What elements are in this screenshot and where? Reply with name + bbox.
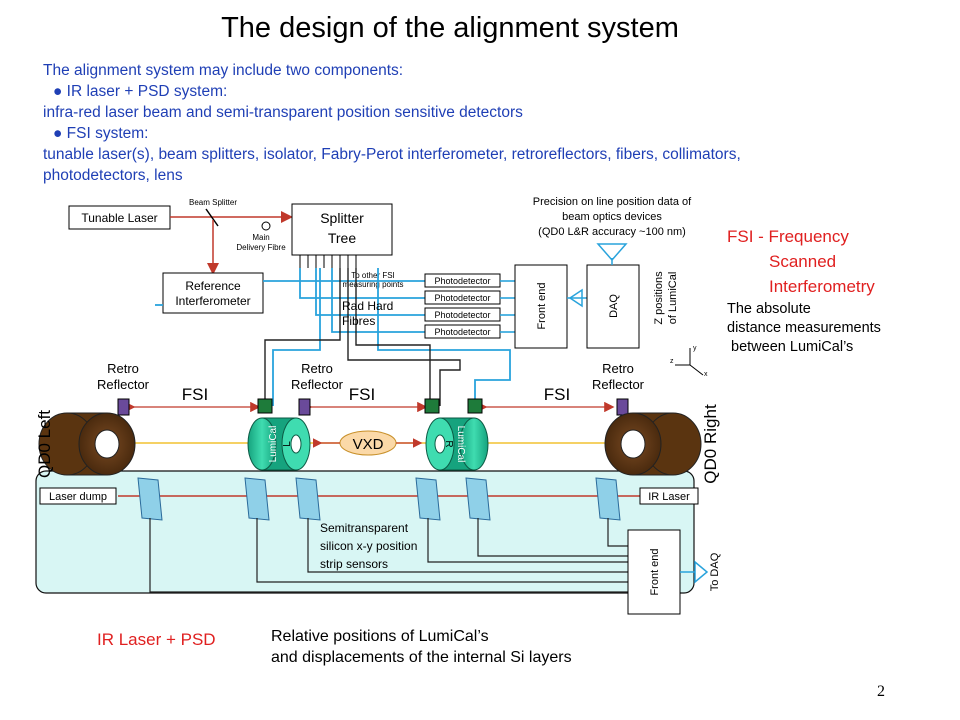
qd0-left-magnet (38, 412, 136, 476)
fsi-label: FSI (544, 385, 570, 404)
daq-box (586, 264, 640, 349)
fsi-desc-line: between LumiCal’s (727, 339, 854, 355)
intro-line: tunable laser(s), beam splitters, isolat… (43, 146, 741, 163)
retro-reflector-label: Reflector (592, 377, 645, 392)
fsi-legend-title: FSI - Frequency Scanned Interferometry (727, 224, 875, 299)
collimator-blocks (257, 398, 483, 414)
splitter-fibres (299, 255, 357, 268)
lumical-label: LumiCal (268, 426, 279, 463)
blue-fibres (155, 268, 425, 333)
page-number: 2 (877, 683, 885, 700)
semi-sensor-label: silicon x-y position (320, 539, 417, 553)
fsi-desc-line: distance measurements (727, 320, 881, 336)
ir-laser-label: IR Laser (648, 491, 690, 503)
isolator-icon (261, 221, 271, 231)
lumical-r-marker: R (443, 440, 454, 447)
sensor-wires (149, 518, 628, 593)
page-title: The design of the alignment system (221, 12, 679, 44)
splitter-tree-box (291, 203, 393, 256)
splitter-tree-label: Splitter (320, 210, 364, 226)
relative-line: Relative positions of LumiCal’s (271, 628, 489, 645)
precision-arrow (596, 243, 628, 262)
z-positions-label: of LumiCal (667, 272, 679, 325)
front-end-label: Front end (536, 282, 548, 329)
qd0-right-label: QD0 Right (701, 404, 720, 484)
axis-glyph (675, 348, 704, 376)
lumical-l-marker: L (282, 441, 293, 447)
relative-line: and displacements of the internal Si lay… (271, 649, 572, 666)
semi-sensor-label: strip sensors (320, 557, 388, 571)
main-fibre-label: Delivery Fibre (236, 243, 286, 252)
reference-interferometer-label: Interferometer (175, 294, 250, 308)
main-fibre-label: Main (252, 233, 269, 242)
intro-bullet-fsi: ● FSI system: (53, 125, 149, 142)
reference-interferometer-label: Reference (185, 279, 241, 293)
retro-reflector-label: Retro (602, 361, 634, 376)
laser-dump-label: Laser dump (49, 491, 107, 503)
tunable-laser-label: Tunable Laser (81, 211, 157, 225)
fibres-black (264, 268, 461, 406)
daq-label: DAQ (608, 294, 620, 318)
fsi-label: FSI (349, 385, 375, 404)
front-end-box (514, 264, 568, 349)
intro-line: The alignment system may include two com… (43, 62, 404, 79)
front-end-ir-label: Front end (649, 548, 661, 595)
intro-text: The alignment system may include two com… (43, 60, 741, 186)
intro-line: photodetectors, lens (43, 167, 183, 184)
retro-reflector-label: Retro (301, 361, 333, 376)
fsi-label: FSI (182, 385, 208, 404)
rad-hard-label: Rad Hard (342, 299, 393, 313)
vxd-label: VXD (353, 436, 384, 453)
reference-interferometer-box (162, 272, 264, 314)
photodetector-label: Photodetector (434, 293, 490, 303)
relative-positions-text: Relative positions of LumiCal’s and disp… (271, 626, 572, 668)
ir-laser-box (639, 487, 699, 505)
rad-hard-label: Fibres (342, 314, 375, 328)
qd0-left-label: QD0 Left (35, 410, 54, 478)
photodetector-label: Photodetector (434, 327, 490, 337)
other-fsi-label: To other FSI (351, 271, 395, 280)
photodetector-label: Photodetector (434, 276, 490, 286)
lumical-label: LumiCal (455, 426, 466, 463)
axis-x-label: x (704, 371, 708, 378)
precision-label: Precision on line position data of (533, 196, 692, 208)
splitter-tree-label: Tree (328, 230, 356, 246)
fsi-legend-description: The absolute distance measurements betwe… (727, 300, 881, 357)
ir-psd-label: IR Laser + PSD (97, 630, 216, 649)
fsi-desc-line: The absolute (727, 301, 811, 317)
axis-z-label: z (670, 358, 674, 365)
z-positions-label: Z positions (653, 271, 665, 325)
fsi-legend-line: Interferometry (769, 277, 875, 296)
front-end-ir-box (627, 529, 681, 615)
fsi-legend-line: Scanned (769, 252, 837, 271)
lumical-left (247, 417, 311, 471)
qd0-right-magnet (604, 412, 702, 476)
intro-bullet-ir: ● IR laser + PSD system: (53, 83, 228, 100)
semi-sensor-label: Semitransparent (320, 521, 409, 535)
axis-y-label: y (693, 345, 697, 352)
to-daq-arrow (694, 560, 709, 584)
to-daq-label: To DAQ (709, 552, 721, 591)
pd-to-frontend (500, 280, 515, 333)
strip-sensors (137, 477, 621, 521)
beam-splitter-mirror (205, 208, 219, 227)
precision-label: beam optics devices (562, 211, 662, 223)
retro-reflector-label: Retro (107, 361, 139, 376)
precision-label: (QD0 L&R accuracy ~100 nm) (538, 226, 686, 238)
retro-reflector-blocks (117, 398, 629, 416)
beam-splitter-label: Beam Splitter (189, 198, 237, 207)
fsi-legend-line: FSI - Frequency (727, 227, 849, 246)
intro-line: infra-red laser beam and semi-transparen… (43, 104, 523, 121)
retro-reflector-label: Reflector (291, 377, 344, 392)
photodetector-label: Photodetector (434, 310, 490, 320)
fibres-to-detectors (272, 268, 511, 406)
retro-reflector-label: Reflector (97, 377, 150, 392)
laser-dump-box (39, 487, 117, 505)
other-fsi-label: measuring points (343, 280, 404, 289)
lumical-right (425, 417, 489, 471)
